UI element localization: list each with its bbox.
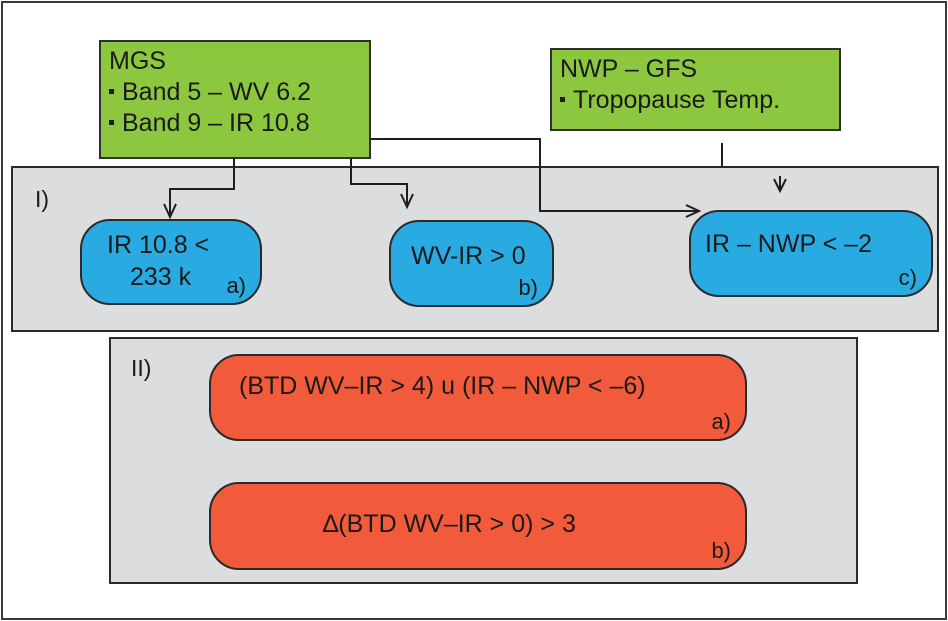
node-tag: b)	[518, 275, 538, 300]
node-text-line1: IR 10.8 <	[107, 231, 210, 259]
stage-2-node-b: ∆(BTD WV–IR > 0) > 3 b)	[209, 482, 747, 570]
stage-2-node-a: (BTD WV–IR > 4) u (IR – NWP < –6) a)	[209, 354, 747, 441]
node-tag: b)	[711, 538, 731, 563]
node-tag: a)	[226, 273, 246, 298]
source-nwp-box: NWP – GFS Tropopause Temp.	[550, 48, 841, 131]
stage-1-node-a: IR 10.8 < 233 k a)	[80, 219, 262, 305]
panel-stage-1-label: I)	[35, 186, 50, 212]
source-nwp-item: Tropopause Temp.	[560, 85, 831, 116]
source-mgs-item: Band 9 – IR 10.8	[109, 108, 361, 139]
source-mgs-item: Band 5 – WV 6.2	[109, 77, 361, 108]
node-text: IR – NWP < –2	[705, 230, 872, 258]
bullet-icon	[560, 96, 565, 102]
panel-stage-2-label: II)	[131, 355, 152, 381]
node-text: (BTD WV–IR > 4) u (IR – NWP < –6)	[239, 372, 646, 400]
source-mgs-box: MGS Band 5 – WV 6.2 Band 9 – IR 10.8	[99, 40, 371, 159]
node-text: ∆(BTD WV–IR > 0) > 3	[323, 510, 576, 538]
bullet-icon	[109, 88, 114, 94]
stage-1-node-c: IR – NWP < –2 c)	[689, 210, 933, 297]
node-text: WV-IR > 0	[411, 242, 526, 270]
source-nwp-title: NWP – GFS	[560, 55, 698, 83]
node-text-line2: 233 k	[130, 263, 192, 291]
node-tag: c)	[898, 265, 917, 290]
source-mgs-title: MGS	[109, 47, 166, 75]
stage-1-node-b: WV-IR > 0 b)	[389, 220, 554, 307]
node-tag: a)	[711, 409, 731, 434]
bullet-icon	[109, 119, 114, 125]
